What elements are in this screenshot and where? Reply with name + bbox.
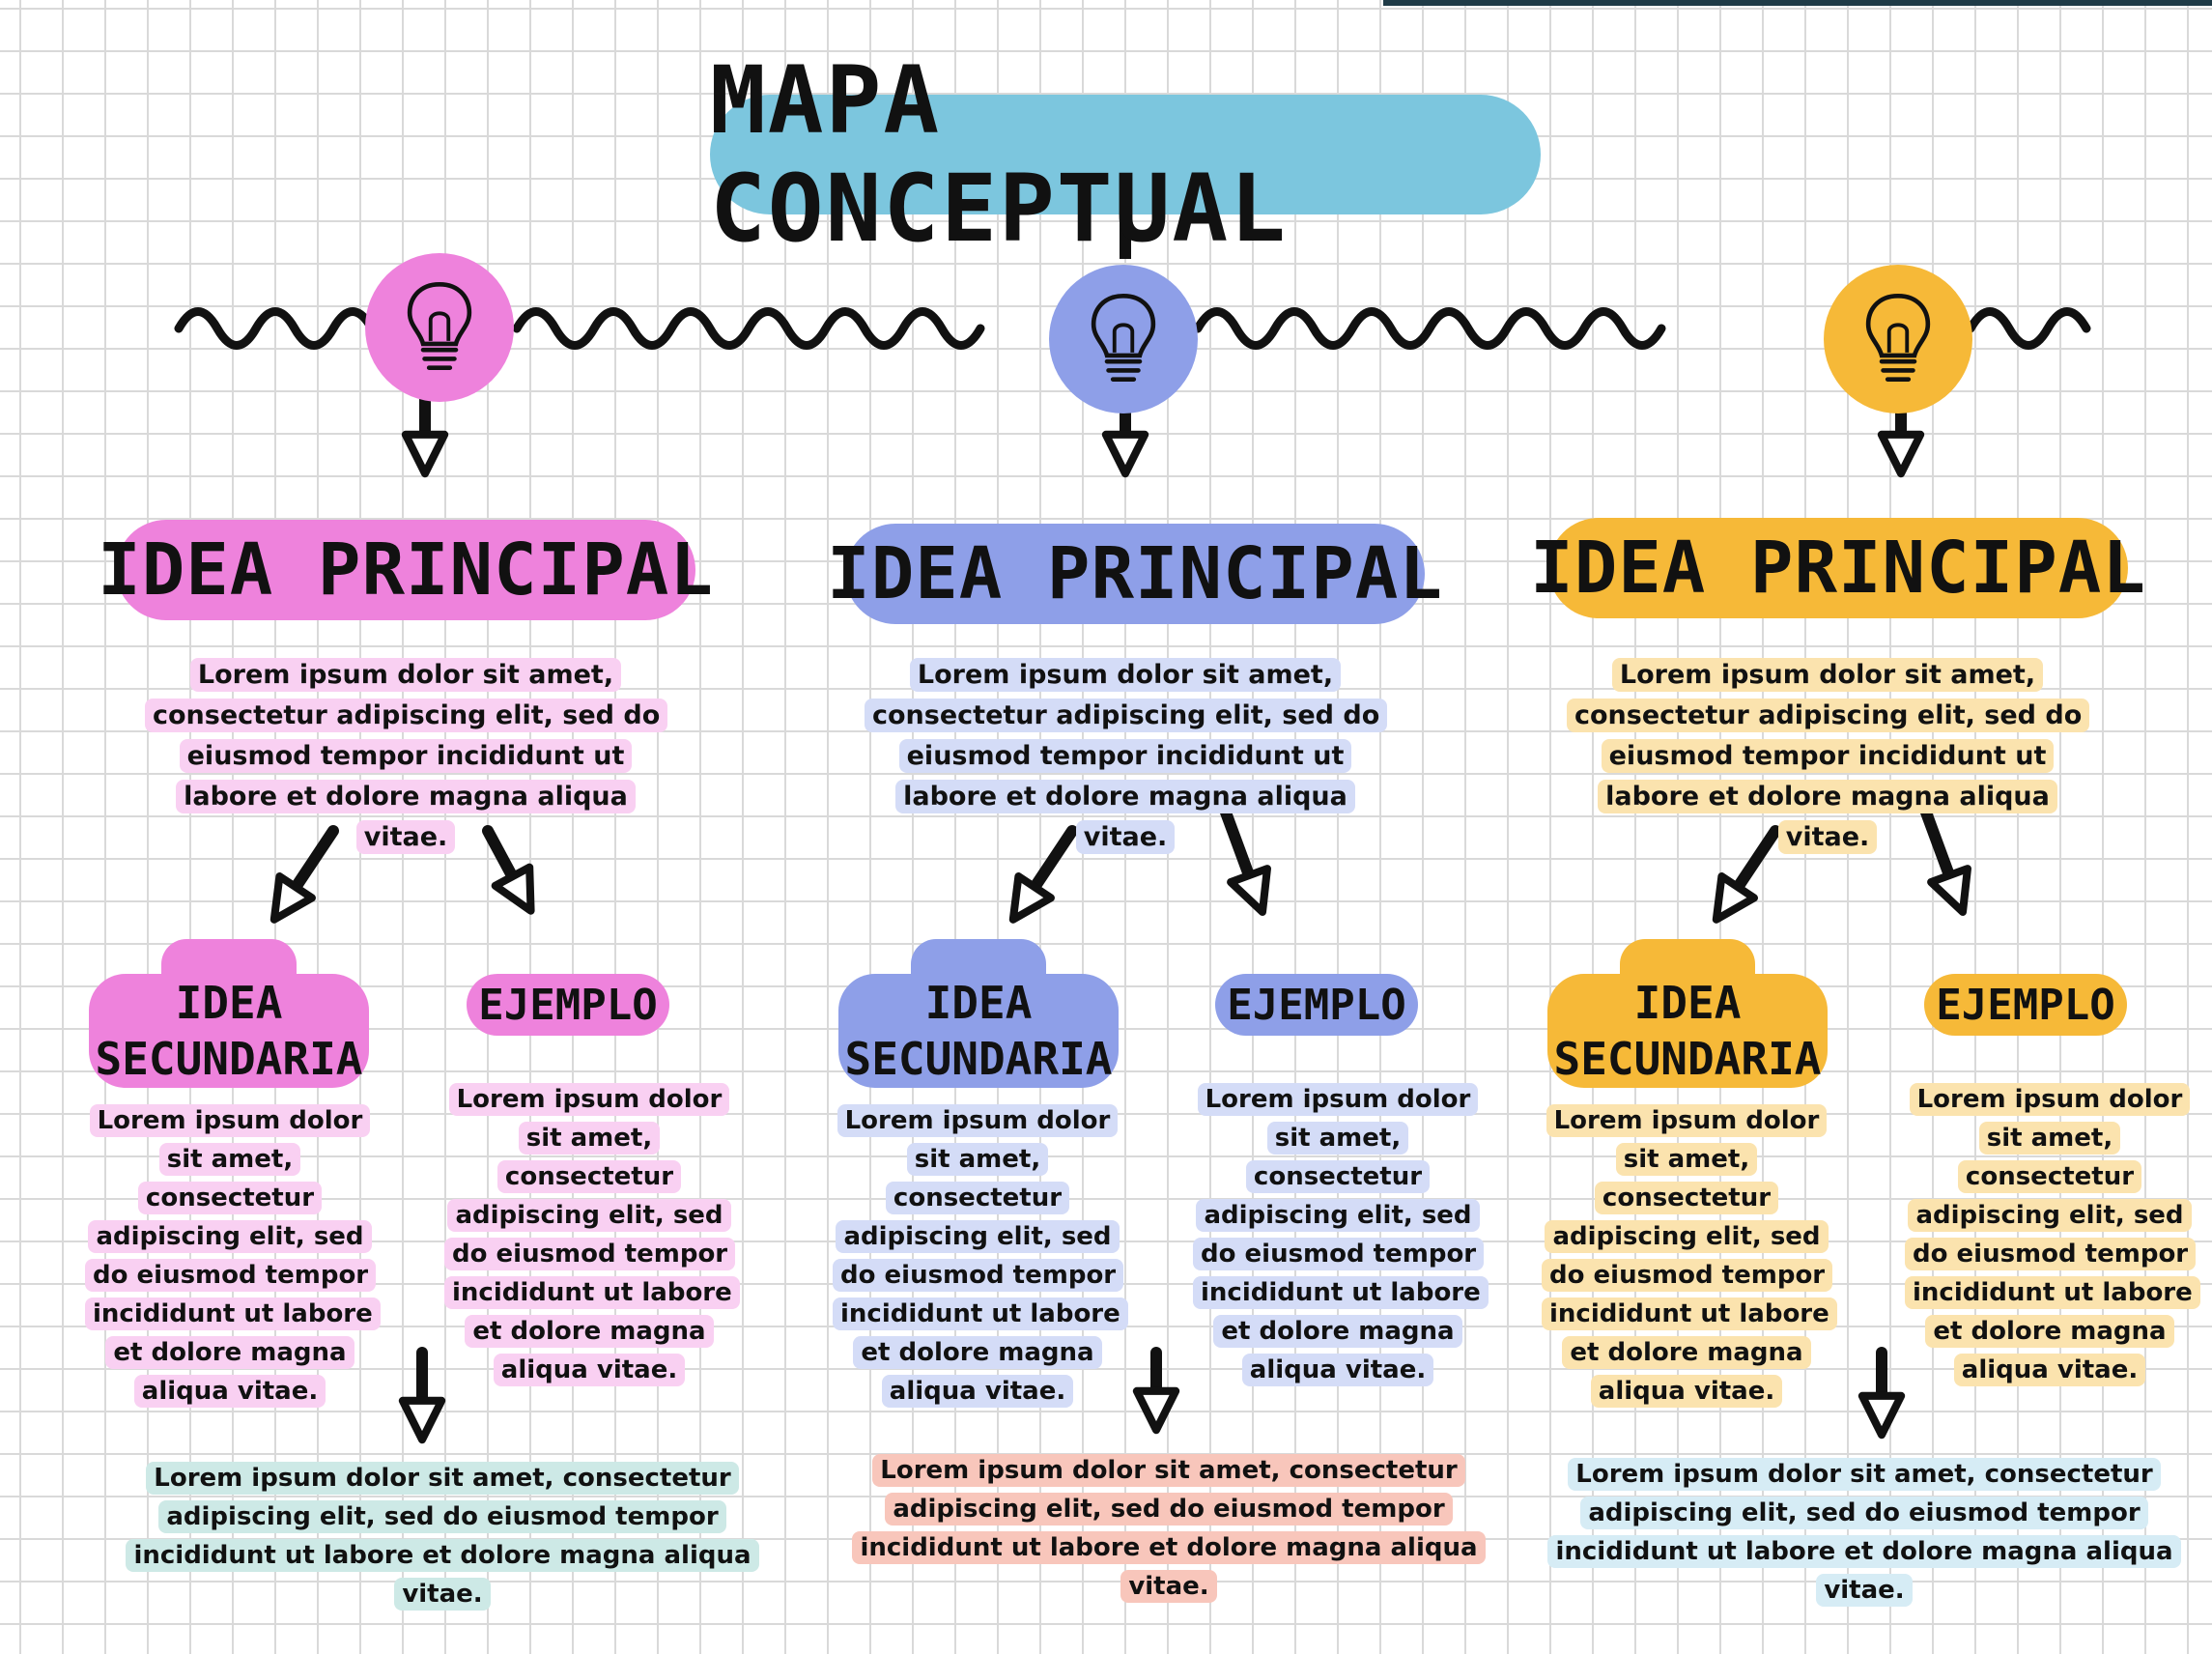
bulb-badge-3 bbox=[1824, 265, 1972, 414]
footer-text-2: Lorem ipsum dolor sit amet, consectetur … bbox=[850, 1451, 1488, 1606]
idea-secundaria-1: IDEA SECUNDARIA bbox=[89, 939, 369, 1088]
arrow-down-icon bbox=[1008, 825, 1078, 924]
principal-text-2: Lorem ipsum dolor sit amet, consectetur … bbox=[865, 655, 1388, 858]
page-title: MAPA CONCEPTUAL bbox=[710, 46, 1541, 263]
lightbulb-icon bbox=[1865, 293, 1931, 382]
footer-text-1: Lorem ipsum dolor sit amet, consectetur … bbox=[124, 1459, 761, 1613]
arrow-down-icon bbox=[1216, 796, 1271, 916]
idea-secundaria-2: IDEA SECUNDARIA bbox=[838, 939, 1119, 1088]
idea-principal-2: IDEA PRINCIPAL bbox=[827, 524, 1442, 624]
arrow-down-icon bbox=[482, 825, 535, 915]
top-bar bbox=[1383, 0, 2212, 6]
secundaria-text-3: Lorem ipsum dolor sit amet, consectetur … bbox=[1542, 1101, 1837, 1411]
arrow-down-icon bbox=[1916, 796, 1971, 916]
secundaria-text-1: Lorem ipsum dolor sit amet, consectetur … bbox=[85, 1101, 381, 1411]
idea-principal-1: IDEA PRINCIPAL bbox=[98, 520, 713, 620]
footer-text-3: Lorem ipsum dolor sit amet, consectetur … bbox=[1546, 1455, 2183, 1610]
lightbulb-icon bbox=[407, 281, 472, 370]
ejemplo-text-1: Lorem ipsum dolor sit amet, consectetur … bbox=[444, 1080, 740, 1389]
wavy-line bbox=[174, 307, 2091, 350]
ejemplo-text-2: Lorem ipsum dolor sit amet, consectetur … bbox=[1193, 1080, 1489, 1389]
ejemplo-text-3: Lorem ipsum dolor sit amet, consectetur … bbox=[1905, 1080, 2200, 1389]
arrow-down-icon bbox=[1712, 825, 1781, 924]
idea-principal-3: IDEA PRINCIPAL bbox=[1530, 518, 2145, 618]
bulb-badge-2 bbox=[1049, 265, 1198, 414]
principal-text-3: Lorem ipsum dolor sit amet, consectetur … bbox=[1567, 655, 2090, 858]
ejemplo-3: EJEMPLO bbox=[1924, 974, 2127, 1036]
ejemplo-1: EJEMPLO bbox=[467, 974, 669, 1036]
idea-secundaria-3: IDEA SECUNDARIA bbox=[1547, 939, 1828, 1088]
principal-text-1: Lorem ipsum dolor sit amet, consectetur … bbox=[145, 655, 668, 858]
arrow-down-icon bbox=[269, 825, 339, 924]
secundaria-text-2: Lorem ipsum dolor sit amet, consectetur … bbox=[833, 1101, 1128, 1411]
bulb-badge-1 bbox=[365, 253, 514, 402]
ejemplo-2: EJEMPLO bbox=[1215, 974, 1418, 1036]
lightbulb-icon bbox=[1091, 293, 1156, 382]
